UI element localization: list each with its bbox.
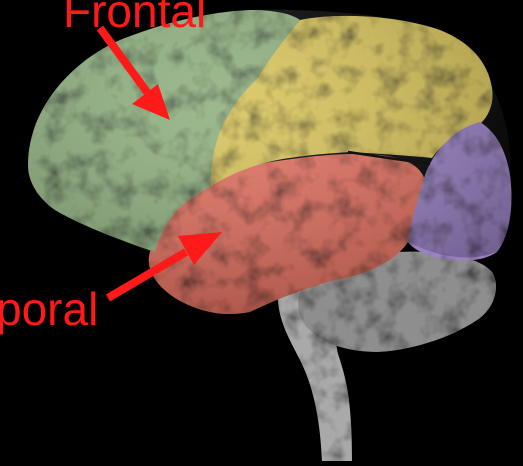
frontal-label: Frontal <box>63 0 206 34</box>
temporal-label: poral <box>0 286 98 332</box>
